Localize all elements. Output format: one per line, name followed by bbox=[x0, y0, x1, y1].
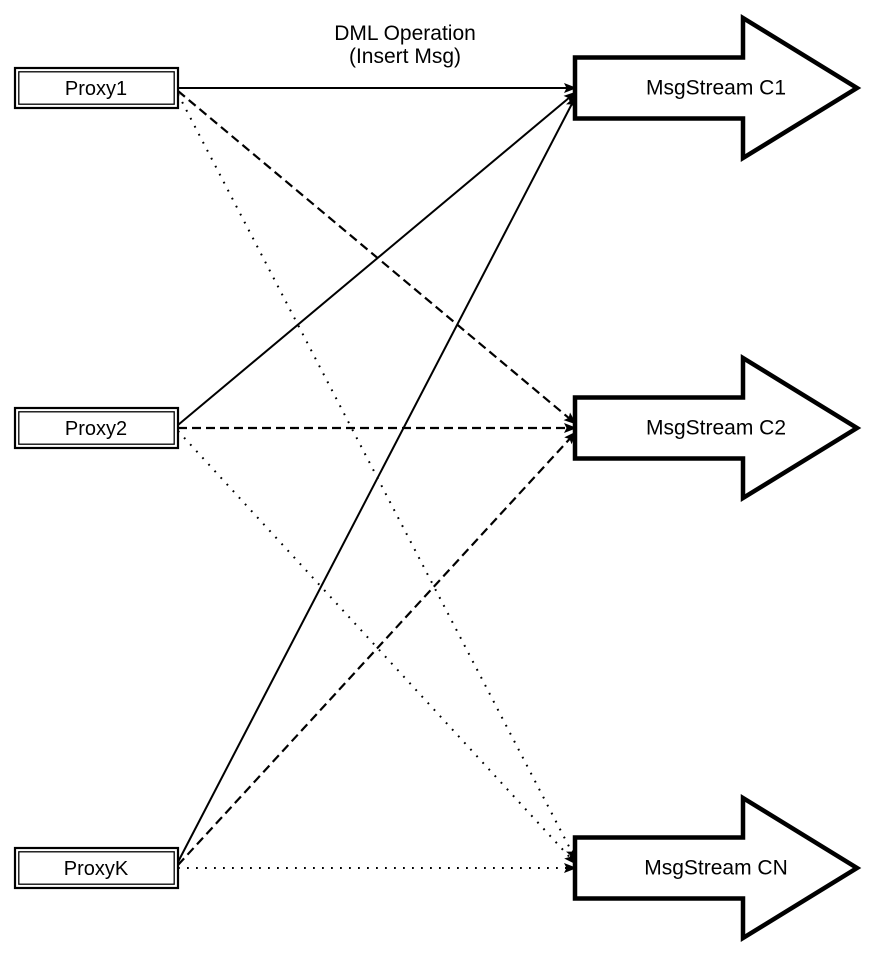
proxyk-box: ProxyK bbox=[13, 846, 180, 890]
stream-cn-shape bbox=[572, 793, 862, 943]
edge-pk-c2-dashed bbox=[177, 431, 577, 866]
title-line2: (Insert Msg) bbox=[349, 45, 461, 68]
stream-c2-arrow: MsgStream C2 bbox=[572, 353, 862, 503]
edge-p2-c1-solid bbox=[177, 91, 577, 426]
title-line1: DML Operation bbox=[334, 22, 476, 45]
proxy1-box: Proxy1 bbox=[13, 66, 180, 110]
stream-cn-label: MsgStream CN bbox=[644, 857, 788, 880]
proxyk-inner-rect bbox=[18, 851, 175, 885]
stream-c1-label: MsgStream C1 bbox=[646, 77, 786, 100]
stream-c2-shape bbox=[572, 353, 862, 503]
edge-pk-c1-solid bbox=[177, 95, 577, 863]
proxy2-outer-rect bbox=[13, 406, 180, 450]
proxy2-inner-rect bbox=[18, 411, 175, 445]
stream-c1-arrow: MsgStream C1 bbox=[572, 13, 862, 163]
stream-c1-shape bbox=[572, 13, 862, 163]
proxy1-inner-rect bbox=[18, 71, 175, 105]
proxyk-outer-rect bbox=[13, 846, 180, 890]
proxy1-outer-rect bbox=[13, 66, 180, 110]
edges-layer bbox=[177, 83, 577, 873]
proxy2-box: Proxy2 bbox=[13, 406, 180, 450]
diagram-title: DML Operation (Insert Msg) bbox=[334, 22, 476, 68]
proxyk-label: ProxyK bbox=[64, 858, 129, 880]
stream-cn-arrow: MsgStream CN bbox=[572, 793, 862, 943]
proxy1-label: Proxy1 bbox=[65, 78, 127, 100]
stream-c2-label: MsgStream C2 bbox=[646, 417, 786, 440]
proxy2-label: Proxy2 bbox=[65, 418, 127, 440]
